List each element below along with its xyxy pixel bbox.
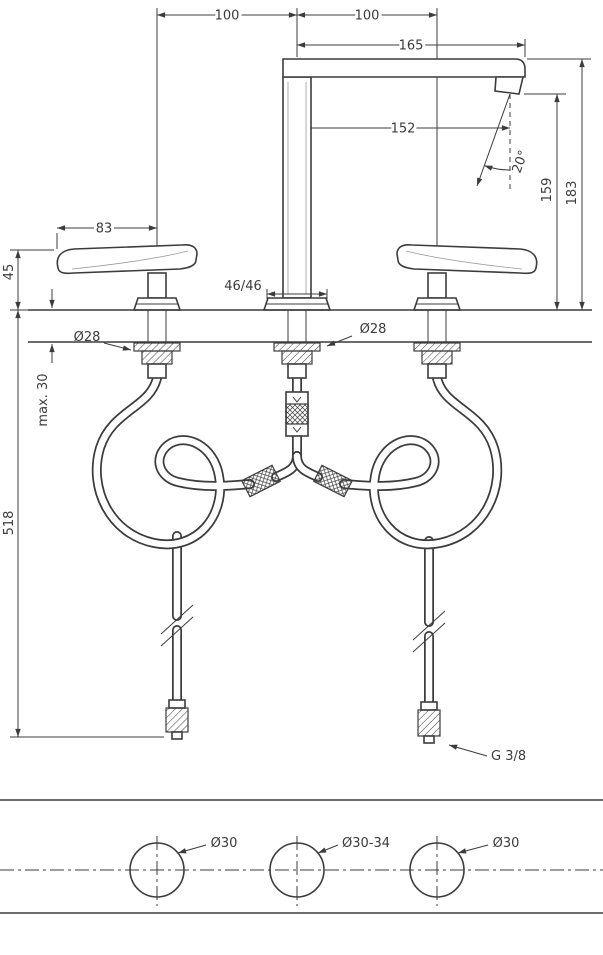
right-handle (396, 244, 538, 311)
dim-escutcheon-center: Ø28 (326, 322, 387, 347)
dim-escutcheon-left-label: Ø28 (74, 330, 101, 345)
check-valve (285, 391, 309, 437)
hole-right-label: Ø30 (493, 836, 520, 851)
dim-handle-size-label: 46/46 (224, 279, 261, 294)
dim-stream-angle-label: 20° (510, 148, 532, 175)
dim-outlet-height-label: 159 (540, 178, 555, 203)
tee-connector-right (312, 464, 354, 498)
dim-escutcheon-left: Ø28 (74, 330, 132, 351)
dim-hose-length-label: 518 (2, 511, 17, 536)
fitting-right (417, 701, 441, 744)
spout-column (282, 76, 312, 299)
hose-left-loop (91, 373, 255, 550)
hose-left-drop (160, 531, 194, 705)
aerator (494, 76, 525, 95)
right-handle-post (427, 272, 447, 299)
pipe-break-mark (160, 616, 194, 647)
dim-spout-reach-label: 165 (399, 39, 424, 54)
dim-stream-offset-label: 152 (391, 122, 416, 137)
dim-hose-length: 518 (2, 310, 164, 738)
flow-arrow (292, 426, 302, 433)
faucet-spout (282, 58, 526, 299)
mounting-right (413, 310, 461, 379)
hole-right (409, 842, 465, 898)
dim-handle-height-label: 45 (2, 264, 17, 281)
center-escutcheon (262, 297, 332, 311)
dim-handle-length: 83 (56, 219, 157, 249)
dim-overall-height-label: 183 (565, 181, 580, 206)
hose-right-loop (339, 373, 503, 550)
pipe-break-mark (412, 610, 446, 641)
hole-center (269, 842, 325, 898)
hose-center (271, 373, 323, 482)
hole-left-label: Ø30 (211, 836, 238, 851)
pipe-break-mark (412, 622, 446, 653)
left-handle-post (147, 272, 167, 299)
dim-left-spacing-label: 100 (215, 9, 240, 24)
water-stream: 20° (476, 93, 532, 190)
dim-deck-thickness: max. 30 (36, 289, 55, 427)
mounting-left (133, 310, 181, 379)
dim-handle-length-label: 83 (96, 222, 113, 237)
dim-spout-reach: 165 (297, 36, 526, 57)
dim-escutcheon-center-label: Ø28 (360, 322, 387, 337)
dim-handle-height: 45 (2, 249, 54, 311)
pipe-break-mark (160, 604, 194, 635)
dim-outlet-height: 159 (524, 93, 566, 310)
dim-overall-height: 183 (527, 58, 591, 310)
hole-center-label: Ø30-34 (342, 836, 390, 851)
left-handle-lever (56, 244, 198, 275)
dim-stream-offset: 152 (297, 119, 510, 140)
dim-handle-size: 46/46 (224, 279, 328, 299)
flow-arrow (292, 396, 302, 403)
dim-supply-thread-label: G 3/8 (491, 749, 526, 764)
left-handle (56, 244, 198, 311)
dim-deck-thickness-label: max. 30 (36, 373, 51, 426)
dim-right-spacing-label: 100 (355, 9, 380, 24)
tee-connector-left (240, 464, 282, 498)
right-handle-lever (396, 244, 538, 275)
deck-section (28, 309, 592, 343)
hose-right-drop (412, 536, 446, 707)
dim-supply-thread: G 3/8 (448, 744, 526, 764)
fitting-left (165, 699, 189, 740)
deck-plan: Ø30 Ø30-34 Ø30 (0, 799, 603, 914)
spout-arm (282, 58, 526, 78)
hole-left (129, 842, 185, 898)
mounting-center (273, 310, 321, 379)
